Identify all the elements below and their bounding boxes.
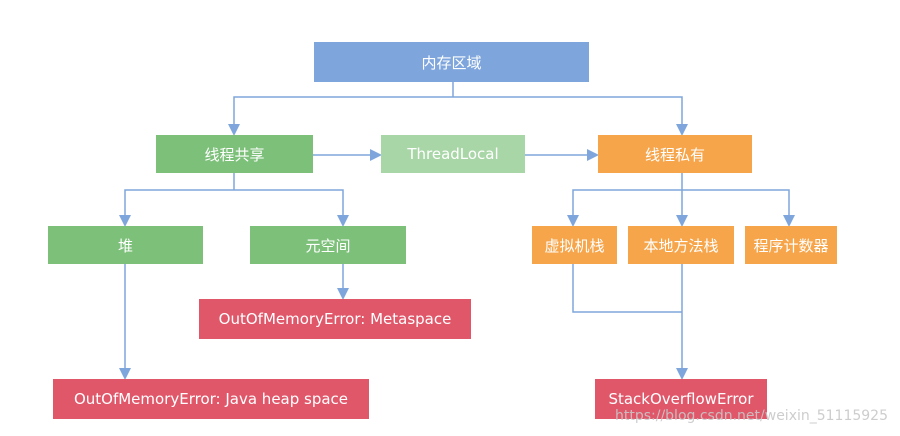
edge-shared-metaspace <box>234 189 349 227</box>
node-program-counter: 程序计数器 <box>745 226 837 264</box>
node-metaspace: 元空间 <box>250 226 406 264</box>
node-vm-stack: 虚拟机栈 <box>532 226 617 264</box>
node-native-method-stack: 本地方法栈 <box>628 226 734 264</box>
edge-private-pc <box>682 189 795 227</box>
edge-vmstack-join <box>572 264 682 313</box>
edge-root-shared <box>228 96 453 136</box>
node-thread-private: 线程私有 <box>598 135 752 173</box>
watermark-url: https://blog.csdn.net/weixin_51115925 <box>614 408 888 424</box>
edge-private-vmstack <box>567 189 682 227</box>
node-oom-metaspace: OutOfMemoryError: Metaspace <box>199 299 471 339</box>
node-heap: 堆 <box>48 226 203 264</box>
node-threadlocal: ThreadLocal <box>381 135 525 173</box>
node-oom-heap: OutOfMemoryError: Java heap space <box>53 379 369 419</box>
node-memory-area: 内存区域 <box>314 42 589 82</box>
node-stackoverflow-error: StackOverflowError <box>595 379 767 419</box>
edge-root-private <box>453 96 688 136</box>
edge-shared-heap <box>119 189 234 227</box>
node-thread-shared: 线程共享 <box>156 135 313 173</box>
